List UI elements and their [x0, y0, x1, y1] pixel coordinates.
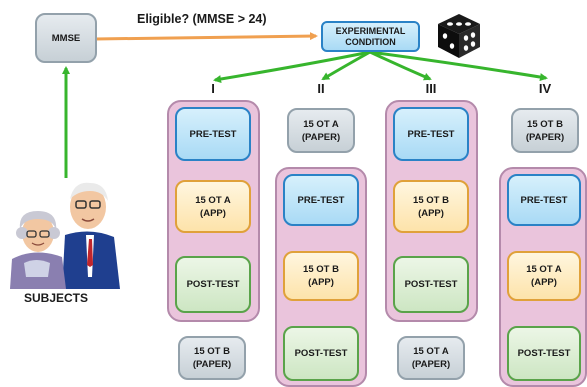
condition-numeral-IV: IV: [538, 81, 552, 96]
condition-I-ot-paper: 15 OT B (PAPER): [178, 336, 246, 380]
condition-I-pre-test: PRE-TEST: [175, 107, 251, 161]
condition-numeral-I: I: [211, 81, 215, 96]
eligibility-label: Eligible? (MMSE > 24): [137, 12, 267, 26]
condition-numeral-III: III: [425, 81, 437, 96]
condition-IV-post-test: POST-TEST: [507, 326, 581, 381]
elderly-couple-icon: [10, 182, 120, 289]
condition-II-ot-app: 15 OT B (APP): [283, 251, 359, 301]
fanout-arrow-III: [369, 50, 432, 81]
experimental-condition-box: EXPERIMENTAL CONDITION: [321, 21, 420, 52]
mmse-box: MMSE: [35, 13, 97, 63]
condition-III-ot-app: 15 OT B (APP): [393, 180, 469, 233]
eligibility-arrow: [94, 32, 318, 41]
condition-III-pre-test: PRE-TEST: [393, 107, 469, 161]
condition-numeral-II: II: [317, 81, 325, 96]
subjects-label: SUBJECTS: [24, 291, 89, 305]
condition-II-ot-paper: 15 OT A (PAPER): [287, 108, 355, 153]
fanout-arrow-II: [321, 50, 371, 81]
condition-IV-ot-app: 15 OT A (APP): [507, 251, 581, 301]
condition-I-post-test: POST-TEST: [175, 256, 251, 313]
fanout-arrow-IV: [369, 50, 548, 81]
condition-II-pre-test: PRE-TEST: [283, 174, 359, 226]
condition-II-post-test: POST-TEST: [283, 326, 359, 381]
condition-I-ot-app: 15 OT A (APP): [175, 180, 251, 233]
dice-icon: [438, 14, 480, 58]
condition-III-ot-paper: 15 OT A (PAPER): [397, 336, 465, 380]
fanout-arrow-I: [213, 50, 371, 83]
condition-IV-ot-paper: 15 OT B (PAPER): [511, 108, 579, 153]
condition-III-post-test: POST-TEST: [393, 256, 469, 313]
condition-IV-pre-test: PRE-TEST: [507, 174, 581, 226]
